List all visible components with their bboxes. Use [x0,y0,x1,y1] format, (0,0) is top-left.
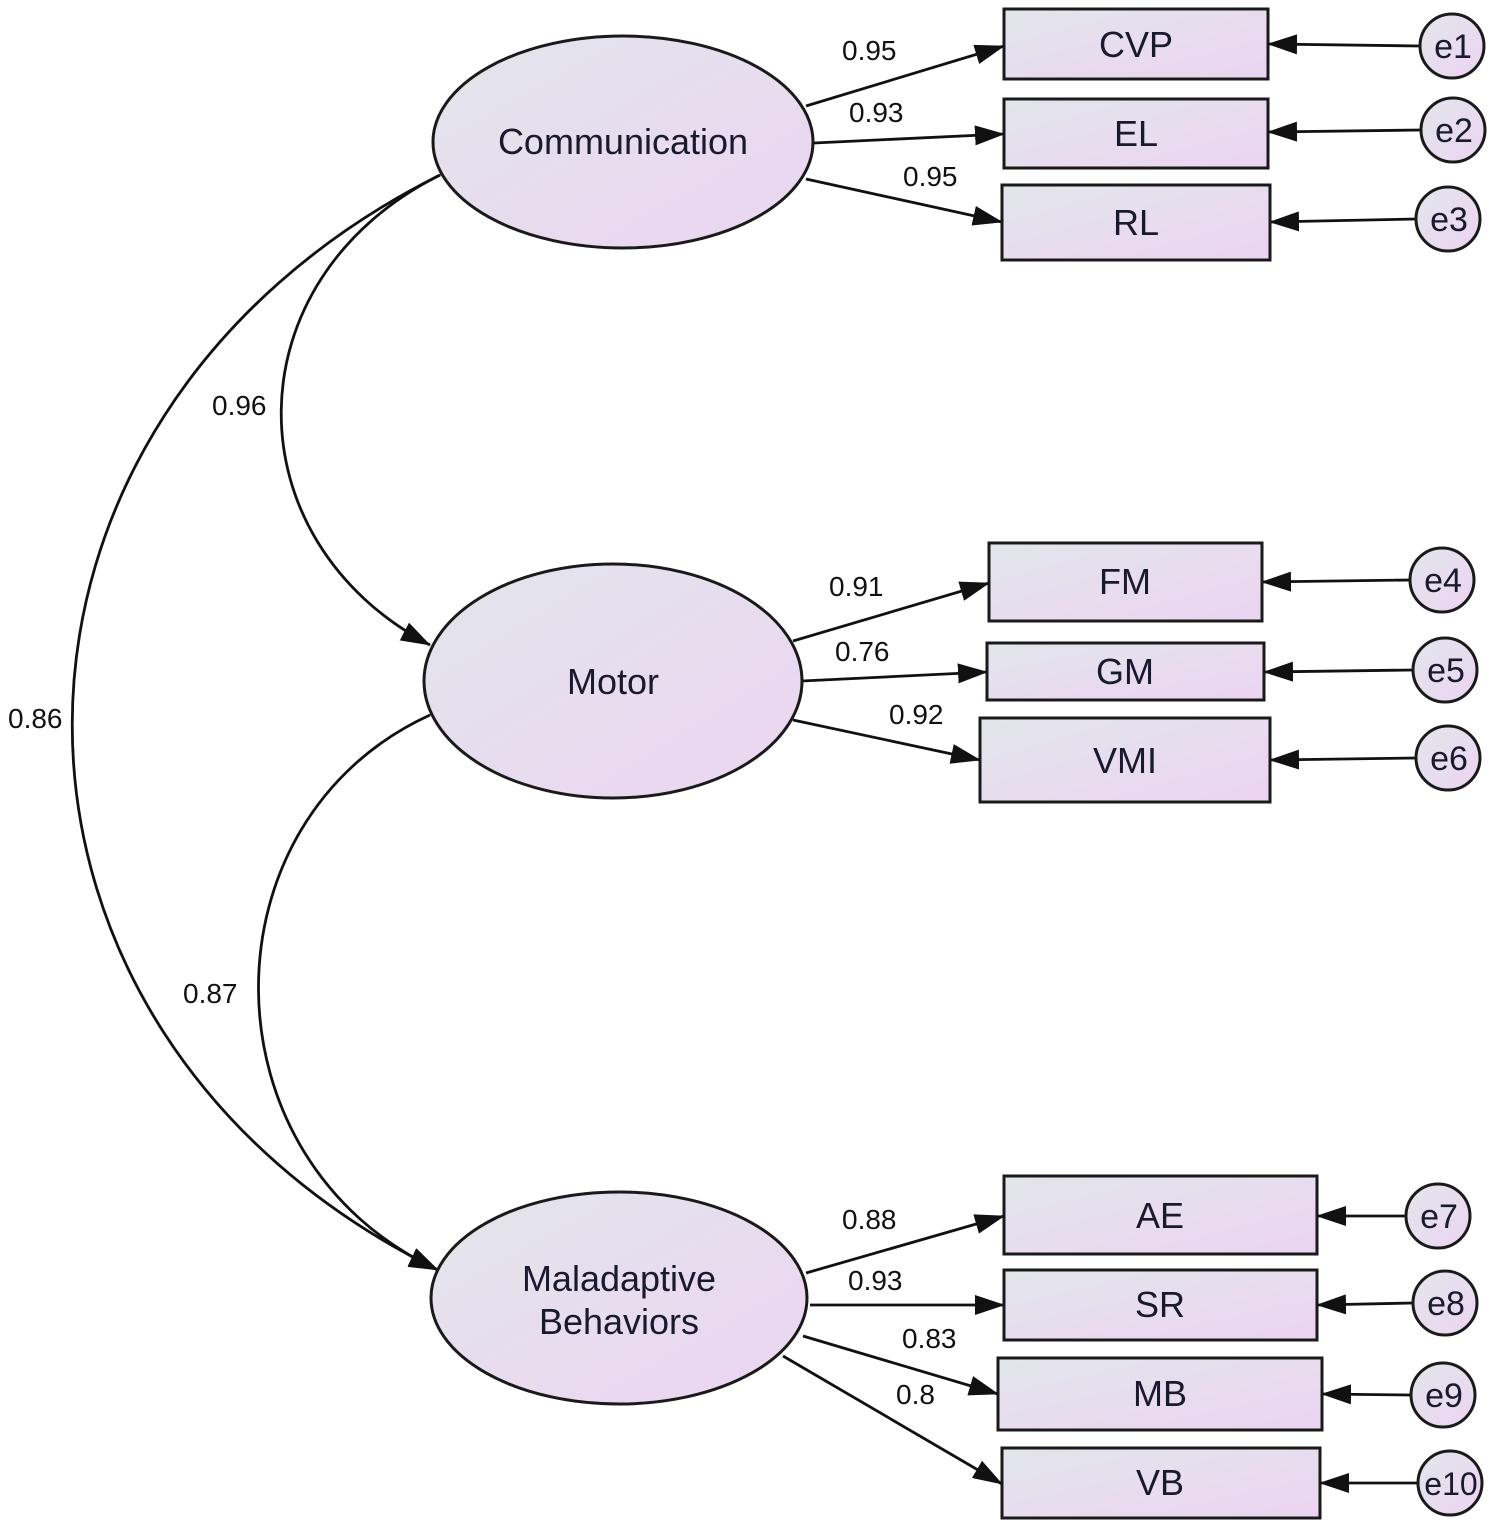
loading-path-ae [805,1214,1005,1275]
loading-path-mb [802,1334,999,1396]
error-label-e8: e8 [1427,1285,1465,1323]
indicator-ae: AE [1002,1174,1319,1256]
loading-path-vmi [792,718,981,764]
loading-layer: 0.95 0.93 0.95 0.91 0.76 0.92 0.88 0.93 … [782,35,1005,1486]
error-path-e2 [1267,121,1422,142]
error-path-e9 [1321,1384,1412,1405]
error-label-e2: e2 [1435,112,1473,150]
latent-layer: Communication Motor Maladaptive Behavior… [422,34,815,1406]
indicator-el: EL [1002,97,1270,170]
error-e4: e4 [1408,546,1476,614]
indicator-label-rl: RL [1113,202,1159,243]
indicator-fm: FM [987,541,1264,623]
correlation-arc-comm-mal [70,153,471,1272]
error-label-e10: e10 [1424,1466,1477,1502]
correlation-label-motor-mal: 0.87 [183,978,238,1009]
indicator-label-cvp: CVP [1099,24,1173,65]
error-label-e3: e3 [1430,201,1468,239]
error-label-e5: e5 [1427,652,1465,690]
loading-label-el: 0.93 [849,97,904,128]
indicator-rl: RL [1000,183,1272,262]
indicator-gm: GM [985,641,1266,702]
loading-path-vb [782,1354,1003,1486]
loading-label-fm: 0.91 [829,571,884,602]
error-label-e1: e1 [1434,28,1472,66]
loading-path-el [813,125,1005,146]
loading-label-ae: 0.88 [842,1204,897,1235]
error-e6: e6 [1414,724,1482,792]
error-path-e3 [1269,211,1417,232]
loading-label-gm: 0.76 [835,636,890,667]
error-e10: e10 [1416,1449,1484,1517]
error-e5: e5 [1411,636,1479,704]
latent-communication: Communication [431,34,815,250]
error-e9: e9 [1409,1361,1477,1429]
loading-path-rl [805,177,1003,226]
loading-label-sr: 0.93 [848,1265,903,1296]
latent-maladaptive: Maladaptive Behaviors [429,1190,809,1406]
indicator-label-vmi: VMI [1093,740,1157,781]
indicator-label-mb: MB [1133,1373,1187,1414]
error-e3: e3 [1414,185,1482,253]
indicator-label-el: EL [1114,113,1158,154]
error-layer: e1 e2 e3 e4 e5 e6 e7 e8 [1404,12,1487,1517]
indicator-cvp: CVP [1002,7,1270,81]
indicator-label-ae: AE [1136,1195,1184,1236]
error-path-e8 [1316,1294,1414,1315]
error-path-e5 [1263,661,1414,682]
error-path-e1 [1267,34,1421,55]
error-e1: e1 [1418,12,1486,80]
error-e8: e8 [1411,1269,1479,1337]
indicator-label-vb: VB [1136,1462,1184,1503]
error-label-e7: e7 [1420,1198,1458,1236]
loading-path-gm [801,663,988,684]
indicator-mb: MB [996,1356,1324,1432]
loading-label-cvp: 0.95 [842,35,897,66]
error-path-layer [1261,34,1422,1493]
error-path-e4 [1261,571,1411,592]
indicator-label-sr: SR [1135,1284,1185,1325]
indicator-layer: CVP EL RL FM GM VMI AE SR [978,7,1324,1520]
loading-path-fm [792,581,990,643]
indicator-vmi: VMI [978,716,1272,804]
latent-motor: Motor [422,562,804,800]
error-label-e4: e4 [1424,562,1462,600]
latent-label-motor: Motor [567,661,659,702]
latent-label-maladaptive-1: Maladaptive [522,1258,716,1299]
indicator-vb: VB [1000,1446,1322,1520]
error-path-e6 [1269,749,1417,770]
error-label-e6: e6 [1430,740,1468,778]
error-e7: e7 [1404,1182,1472,1250]
loading-label-vb: 0.8 [896,1379,935,1410]
correlation-arc-comm-motor [279,153,471,647]
correlation-label-comm-motor: 0.96 [212,390,267,421]
indicator-label-gm: GM [1096,651,1154,692]
loading-label-vmi: 0.92 [889,699,944,730]
indicator-label-fm: FM [1099,561,1151,602]
correlation-label-comm-mal: 0.86 [8,703,63,734]
error-e2: e2 [1419,96,1487,164]
error-label-e9: e9 [1425,1377,1463,1415]
correlation-arc-motor-mal [257,693,461,1272]
latent-label-maladaptive-2: Behaviors [539,1301,699,1342]
correlation-layer: 0.96 0.87 0.86 [8,153,471,1272]
loading-path-cvp [805,44,1005,108]
loading-label-rl: 0.95 [903,161,958,192]
loading-label-mb: 0.83 [902,1323,957,1354]
latent-label-communication: Communication [498,121,748,162]
indicator-sr: SR [1002,1268,1319,1342]
